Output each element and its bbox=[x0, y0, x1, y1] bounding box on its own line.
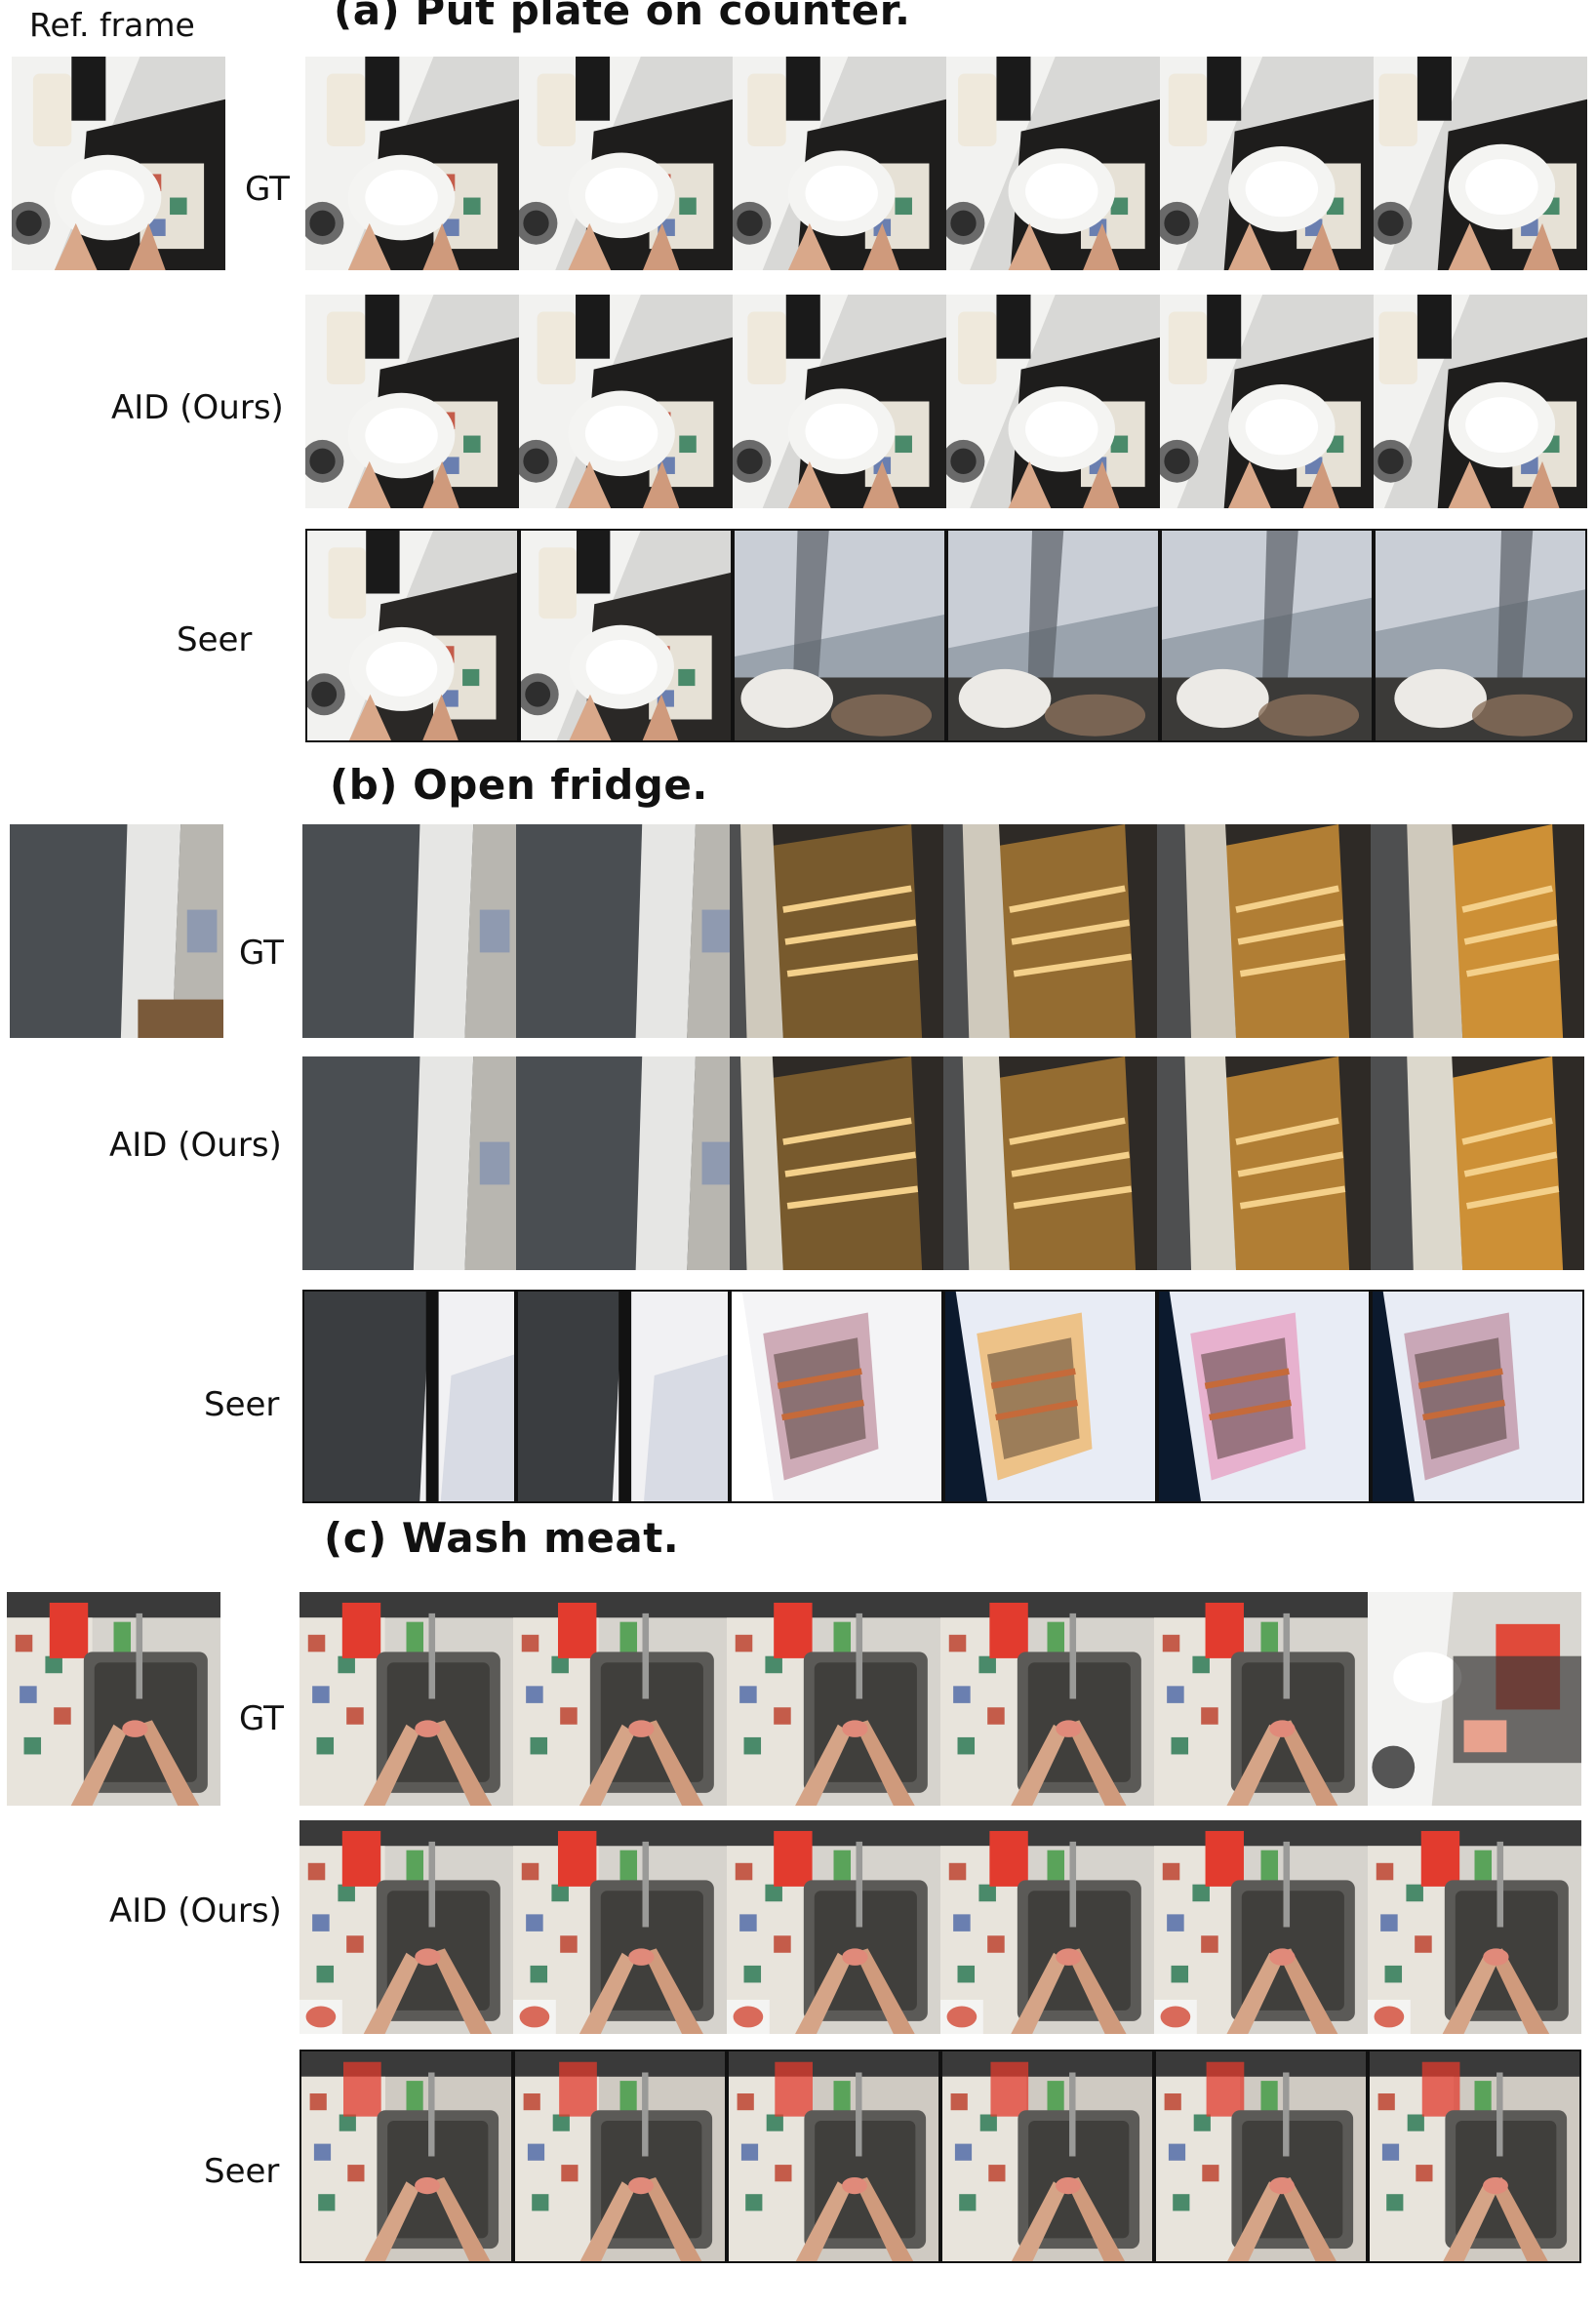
section-b-gt-frame-2 bbox=[516, 824, 730, 1038]
section-c-gt-frame-2 bbox=[513, 1592, 727, 1806]
section-a-ours-frame-3 bbox=[733, 295, 946, 508]
section-a-ours-frame-4 bbox=[946, 295, 1160, 508]
section-c-ours-frame-5 bbox=[1154, 1820, 1368, 2034]
section-c-title: (c) Wash meat. bbox=[324, 1514, 680, 1562]
section-b-seer-frame-1 bbox=[302, 1290, 516, 1503]
section-a-gt-frame-6 bbox=[1374, 57, 1587, 270]
section-a-reference-frame bbox=[12, 57, 225, 270]
section-c-seer-label: Seer bbox=[204, 2152, 280, 2191]
section-a-gt-frame-3 bbox=[733, 57, 946, 270]
section-a-seer-frame-1 bbox=[305, 529, 519, 742]
section-c-seer-frame-3 bbox=[727, 2050, 940, 2263]
section-c-ours-frame-6 bbox=[1368, 1820, 1581, 2034]
section-b-seer-frame-5 bbox=[1157, 1290, 1371, 1503]
section-c-reference-frame bbox=[7, 1592, 220, 1806]
section-b-ours-frame-3 bbox=[730, 1056, 943, 1270]
section-c-ours-frame-3 bbox=[727, 1820, 940, 2034]
section-b-ours-frame-5 bbox=[1157, 1056, 1371, 1270]
section-a-ours-frame-5 bbox=[1160, 295, 1374, 508]
section-a-seer-frame-5 bbox=[1160, 529, 1374, 742]
section-c-gt-frame-5 bbox=[1154, 1592, 1368, 1806]
section-a-title: (a) Put plate on counter. bbox=[334, 0, 911, 34]
section-a-ours-label: AID (Ours) bbox=[111, 388, 284, 427]
section-a-gt-frame-2 bbox=[519, 57, 733, 270]
section-a-seer-frame-6 bbox=[1374, 529, 1587, 742]
section-a-gt-frame-1 bbox=[305, 57, 519, 270]
section-b-gt-frame-1 bbox=[302, 824, 516, 1038]
section-c-seer-frame-6 bbox=[1368, 2050, 1581, 2263]
section-a-gt-frame-5 bbox=[1160, 57, 1374, 270]
section-b-ours-frame-6 bbox=[1371, 1056, 1584, 1270]
section-b-seer-frame-6 bbox=[1371, 1290, 1584, 1503]
section-b-seer-frame-3 bbox=[730, 1290, 943, 1503]
section-b-ours-frame-1 bbox=[302, 1056, 516, 1270]
section-b-gt-label: GT bbox=[239, 934, 284, 973]
section-a-seer-frame-2 bbox=[519, 529, 733, 742]
section-c-gt-frame-6 bbox=[1368, 1592, 1581, 1806]
section-b-reference-frame bbox=[10, 824, 223, 1038]
section-c-gt-frame-4 bbox=[940, 1592, 1154, 1806]
section-c-ours-frame-2 bbox=[513, 1820, 727, 2034]
section-b-ours-frame-2 bbox=[516, 1056, 730, 1270]
section-c-gt-frame-3 bbox=[727, 1592, 940, 1806]
section-a-gt-frame-4 bbox=[946, 57, 1160, 270]
section-b-seer-label: Seer bbox=[204, 1385, 280, 1424]
section-c-ours-frame-4 bbox=[940, 1820, 1154, 2034]
section-b-gt-frame-4 bbox=[943, 824, 1157, 1038]
section-a-seer-frame-4 bbox=[946, 529, 1160, 742]
section-a-seer-frame-3 bbox=[733, 529, 946, 742]
section-b-seer-frame-4 bbox=[943, 1290, 1157, 1503]
section-c-ours-label: AID (Ours) bbox=[109, 1892, 282, 1931]
section-a-ours-frame-1 bbox=[305, 295, 519, 508]
section-a-seer-label: Seer bbox=[177, 620, 253, 659]
section-c-gt-frame-1 bbox=[299, 1592, 513, 1806]
section-b-gt-frame-6 bbox=[1371, 824, 1584, 1038]
section-c-seer-frame-1 bbox=[299, 2050, 513, 2263]
section-c-gt-label: GT bbox=[239, 1699, 284, 1738]
section-a-ours-frame-6 bbox=[1374, 295, 1587, 508]
section-b-seer-frame-2 bbox=[516, 1290, 730, 1503]
section-b-ours-frame-4 bbox=[943, 1056, 1157, 1270]
section-b-gt-frame-3 bbox=[730, 824, 943, 1038]
section-a-gt-label: GT bbox=[245, 170, 290, 209]
section-c-seer-frame-2 bbox=[513, 2050, 727, 2263]
section-c-ours-frame-1 bbox=[299, 1820, 513, 2034]
section-b-gt-frame-5 bbox=[1157, 824, 1371, 1038]
section-c-seer-frame-4 bbox=[940, 2050, 1154, 2263]
section-c-seer-frame-5 bbox=[1154, 2050, 1368, 2263]
section-a-ours-frame-2 bbox=[519, 295, 733, 508]
section-b-title: (b) Open fridge. bbox=[330, 761, 708, 809]
ref-frame-caption: Ref. frame bbox=[29, 6, 195, 44]
section-b-ours-label: AID (Ours) bbox=[109, 1126, 282, 1165]
